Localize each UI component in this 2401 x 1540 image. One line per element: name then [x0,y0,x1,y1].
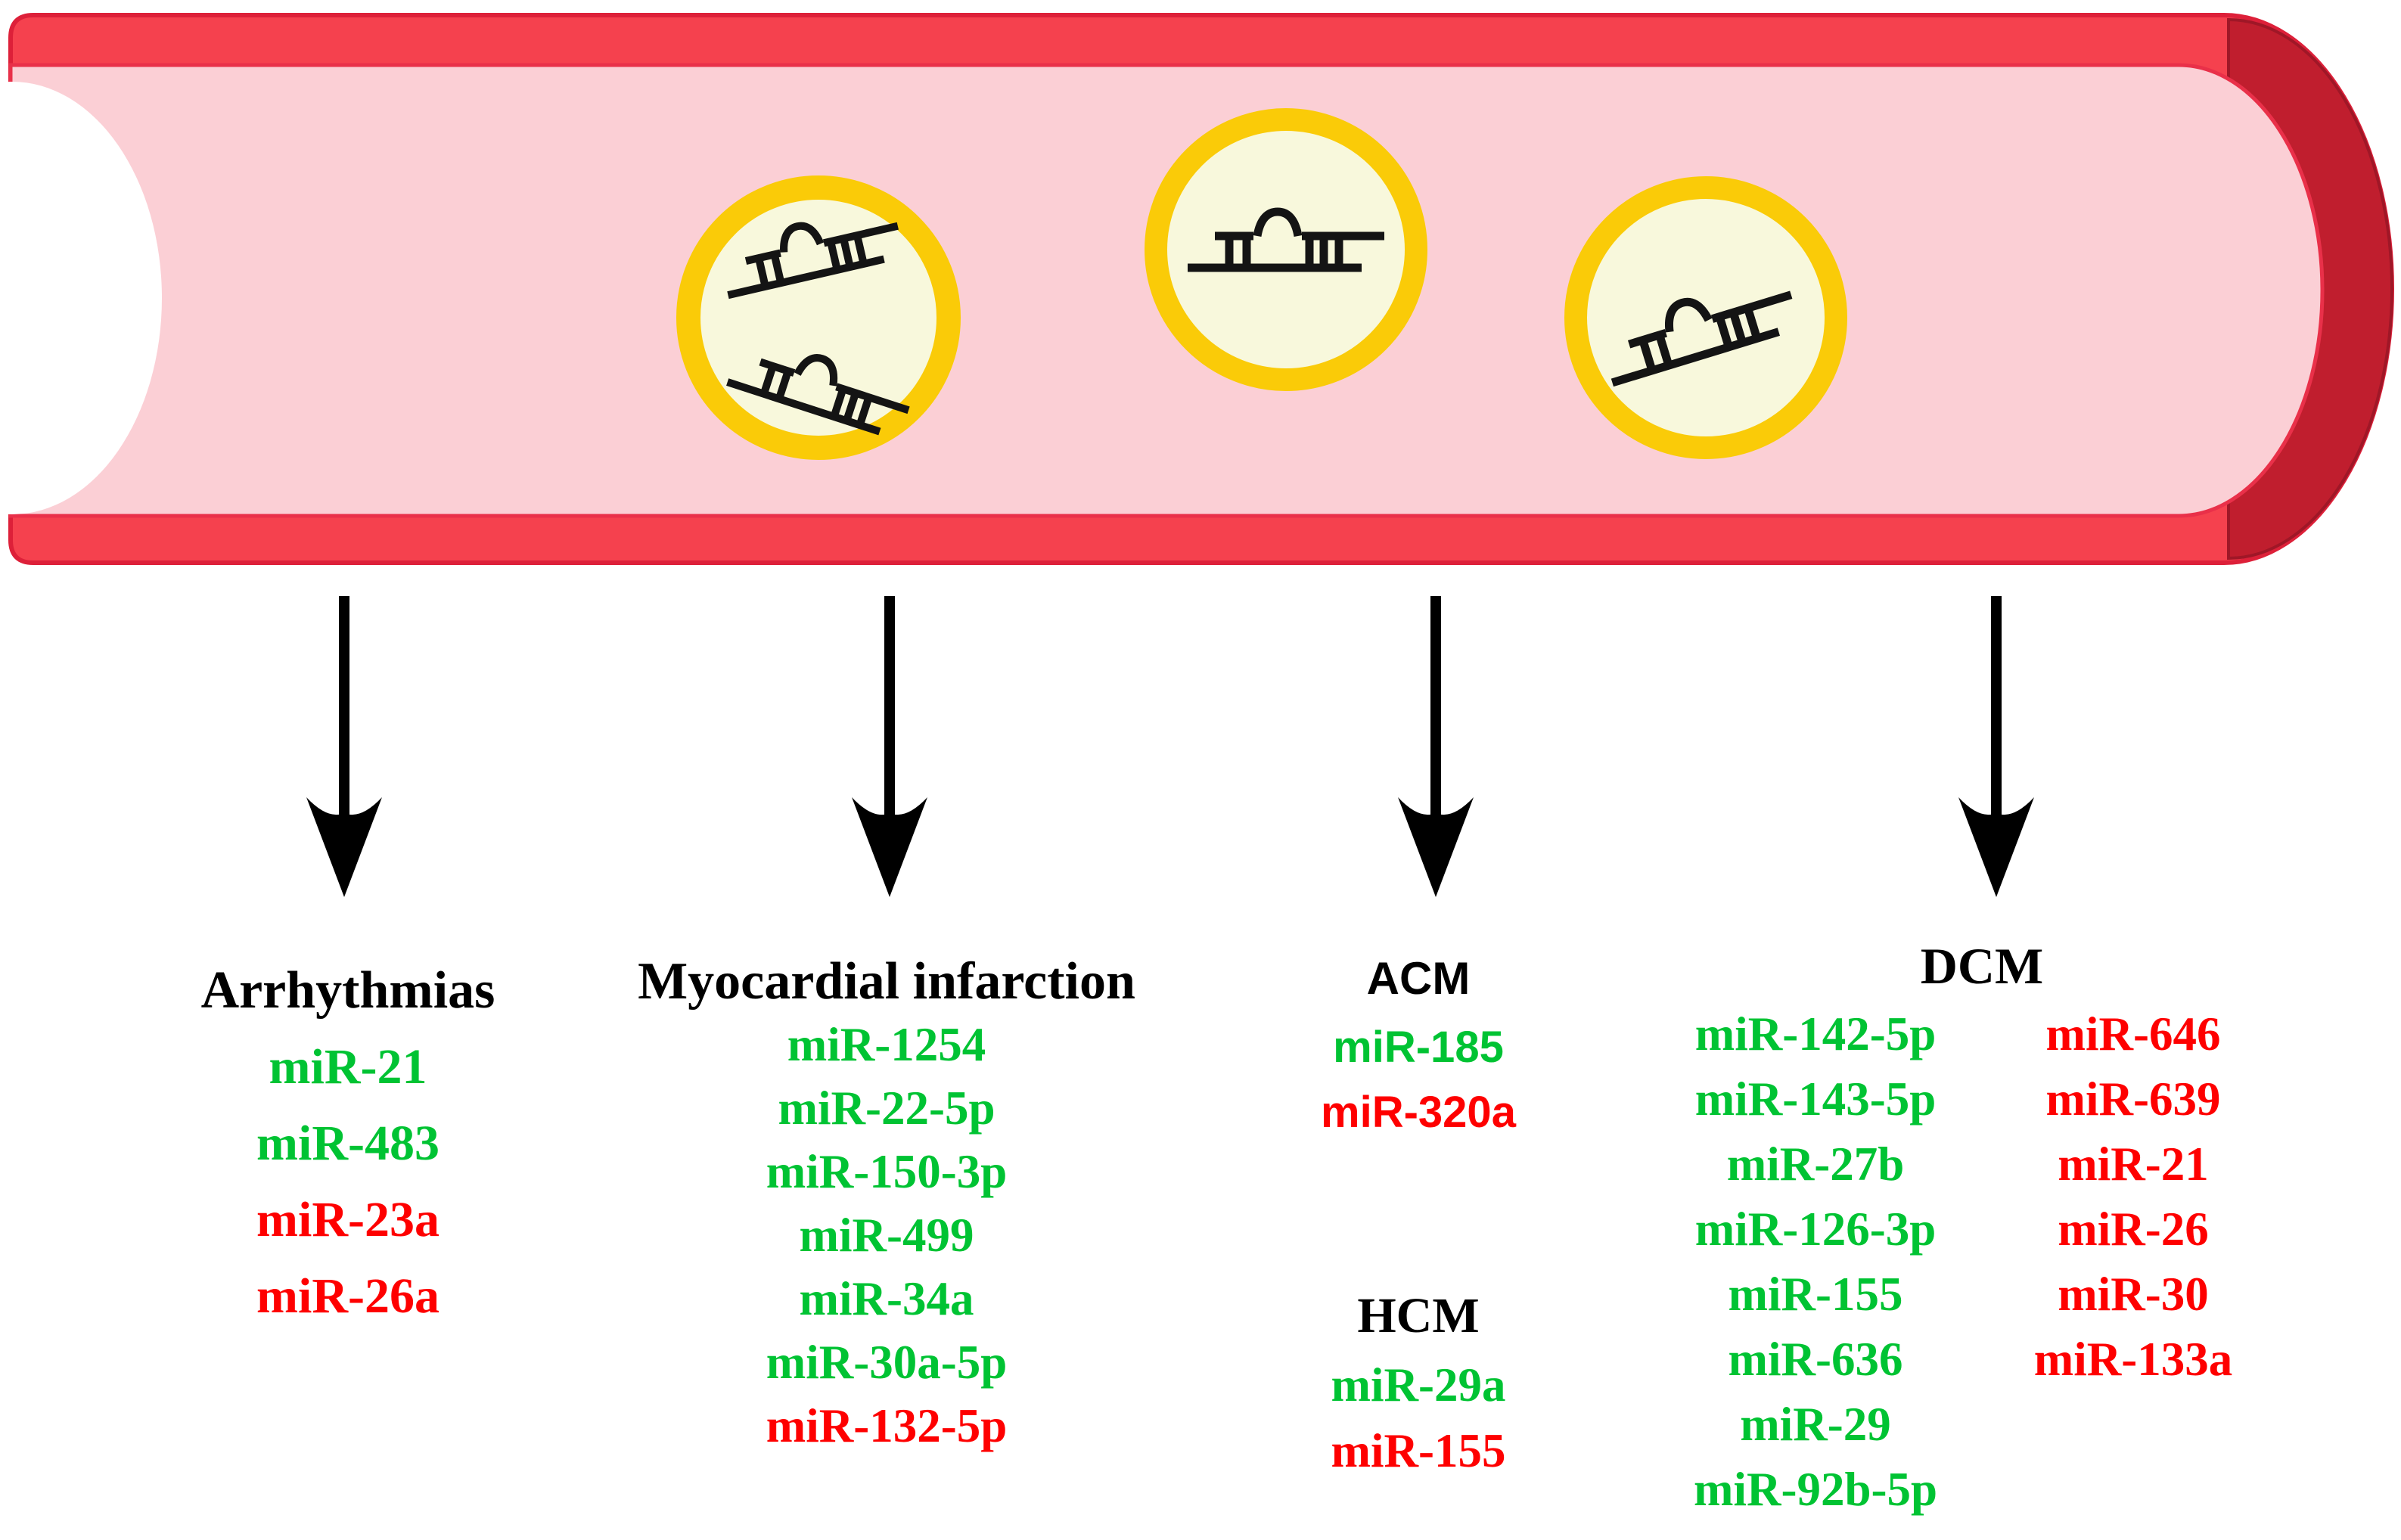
mirna-label: miR-30 [2058,1268,2209,1321]
mirna-label: miR-21 [2058,1138,2209,1191]
vessel-opening [0,82,162,514]
mirna-label: miR-646 [2045,1008,2221,1060]
dcm-upregulated-mirna-list: miR-142-5p miR-143-5p miR-27b miR-126-3p… [1604,1001,2027,1522]
mirna-label: miR-133a [2033,1333,2233,1386]
mirna-label: miR-185 [1333,1023,1504,1072]
mirna-label: miR-143-5p [1694,1073,1937,1126]
mirna-label: miR-132-5p [766,1399,1008,1452]
blood-vessel-illustration [0,13,2394,565]
exosome-vesicle-1 [676,175,961,460]
dcm-downregulated-mirna-list: miR-646 miR-639 miR-21 miR-26 miR-30 miR… [1921,1001,2345,1392]
dcm-title: DCM [1920,937,2044,995]
mirna-label: miR-320a [1321,1088,1516,1137]
myocardial-infarction-mirna-list: miR-1254 miR-22-5p miR-150-3p miR-499 mi… [592,1013,1182,1458]
mirna-label: miR-126-3p [1694,1203,1937,1256]
mirna-label: miR-26 [2058,1203,2209,1256]
mirna-label: miR-34a [799,1272,974,1325]
hcm-mirna-list: miR-29a miR-155 [1207,1352,1630,1484]
hcm-title: HCM [1357,1288,1480,1343]
mirna-label: miR-22-5p [778,1082,995,1135]
mirna-label: miR-150-3p [766,1145,1008,1198]
exosome-vesicle-3 [1564,176,1847,459]
myocardial-infarction-title: Myocardial infarction [638,952,1135,1011]
mirna-label: miR-483 [256,1116,440,1171]
vesicle-membrane-icon [1145,108,1427,391]
arrhythmias-title: Arrhythmias [200,961,495,1020]
mirna-label: miR-23a [256,1192,440,1247]
mirna-label: miR-636 [1728,1333,1903,1386]
mirna-label: miR-27b [1726,1138,1905,1191]
mirna-label: miR-21 [269,1039,427,1094]
vesicle-membrane-icon [676,175,961,460]
acm-title: ACM [1366,953,1471,1004]
mirna-label: miR-155 [1728,1268,1903,1321]
mirna-label: miR-639 [2045,1073,2221,1126]
mirna-label: miR-1254 [787,1018,986,1071]
mirna-label: miR-92b-5p [1693,1463,1937,1516]
arrhythmias-mirna-list: miR-21 miR-483 miR-23a miR-26a [106,1029,590,1334]
down-arrow-icon [1958,596,2034,897]
mirna-label: miR-30a-5p [766,1336,1008,1389]
mirna-label: miR-142-5p [1694,1008,1937,1060]
mirna-label: miR-499 [799,1209,974,1262]
mirna-label: miR-29 [1740,1398,1891,1451]
acm-mirna-list: miR-185 miR-320a [1207,1015,1630,1145]
mirna-label: miR-26a [256,1268,440,1324]
mirna-label: miR-155 [1331,1424,1506,1477]
down-arrow-icon [1398,596,1474,897]
down-arrow-icon [852,596,927,897]
down-arrow-icon [306,596,382,897]
mirna-label: miR-29a [1331,1358,1506,1411]
exosome-vesicle-2 [1145,108,1427,391]
